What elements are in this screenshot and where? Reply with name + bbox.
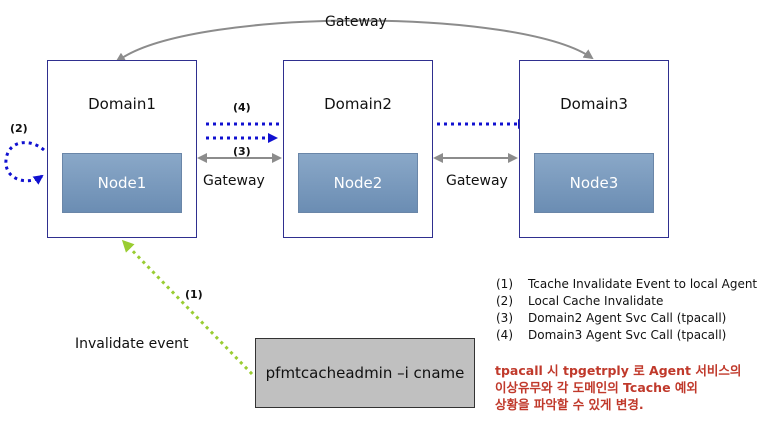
node1-label: Node1: [97, 174, 147, 192]
domain2-box[interactable]: Domain2 Node2: [283, 60, 433, 238]
legend-item: (3)Domain2 Agent Svc Call (tpacall): [496, 311, 727, 325]
legend-item: (1)Tcache Invalidate Event to local Agen…: [496, 277, 758, 291]
note-line: 상황을 파악할 수 있게 변경.: [495, 397, 644, 412]
domain1-title: Domain1: [88, 95, 156, 113]
legend-item: (2)Local Cache Invalidate: [496, 294, 664, 308]
step-2-label: (2): [10, 122, 28, 135]
domain1-box[interactable]: Domain1 Node1: [47, 60, 197, 238]
command-text: pfmtcacheadmin –i cname: [265, 364, 465, 382]
note-line: 이상유무와 각 도메인의 Tcache 예외: [495, 380, 698, 395]
gateway-label-2-3: Gateway: [446, 173, 508, 189]
gateway-top-label: Gateway: [325, 14, 387, 30]
gateway-label-1-2: Gateway: [203, 173, 265, 189]
domain3-box[interactable]: Domain3 Node3: [519, 60, 669, 238]
node2-label: Node2: [333, 174, 383, 192]
domain2-title: Domain2: [324, 95, 392, 113]
legend: (1)Tcache Invalidate Event to local Agen…: [496, 276, 757, 344]
node3-box[interactable]: Node3: [534, 153, 654, 213]
step-1-label: (1): [185, 288, 203, 301]
node3-label: Node3: [569, 174, 619, 192]
node2-box[interactable]: Node2: [298, 153, 418, 213]
note-line: tpacall 시 tpgetrply 로 Agent 서비스의: [495, 363, 742, 378]
invalidate-event-label: Invalidate event: [75, 336, 189, 352]
gateway-arc: [115, 19, 594, 63]
step-4-label: (4): [233, 101, 251, 114]
local-invalidate-loop: [4, 141, 45, 185]
domain3-title: Domain3: [560, 95, 628, 113]
legend-item: (4)Domain3 Agent Svc Call (tpacall): [496, 328, 727, 342]
command-box[interactable]: pfmtcacheadmin –i cname: [255, 338, 475, 408]
note: tpacall 시 tpgetrply 로 Agent 서비스의 이상유무와 각…: [495, 362, 780, 413]
invalidate-event-arrow: [121, 239, 254, 376]
node1-box[interactable]: Node1: [62, 153, 182, 213]
step-3-label: (3): [233, 145, 251, 158]
